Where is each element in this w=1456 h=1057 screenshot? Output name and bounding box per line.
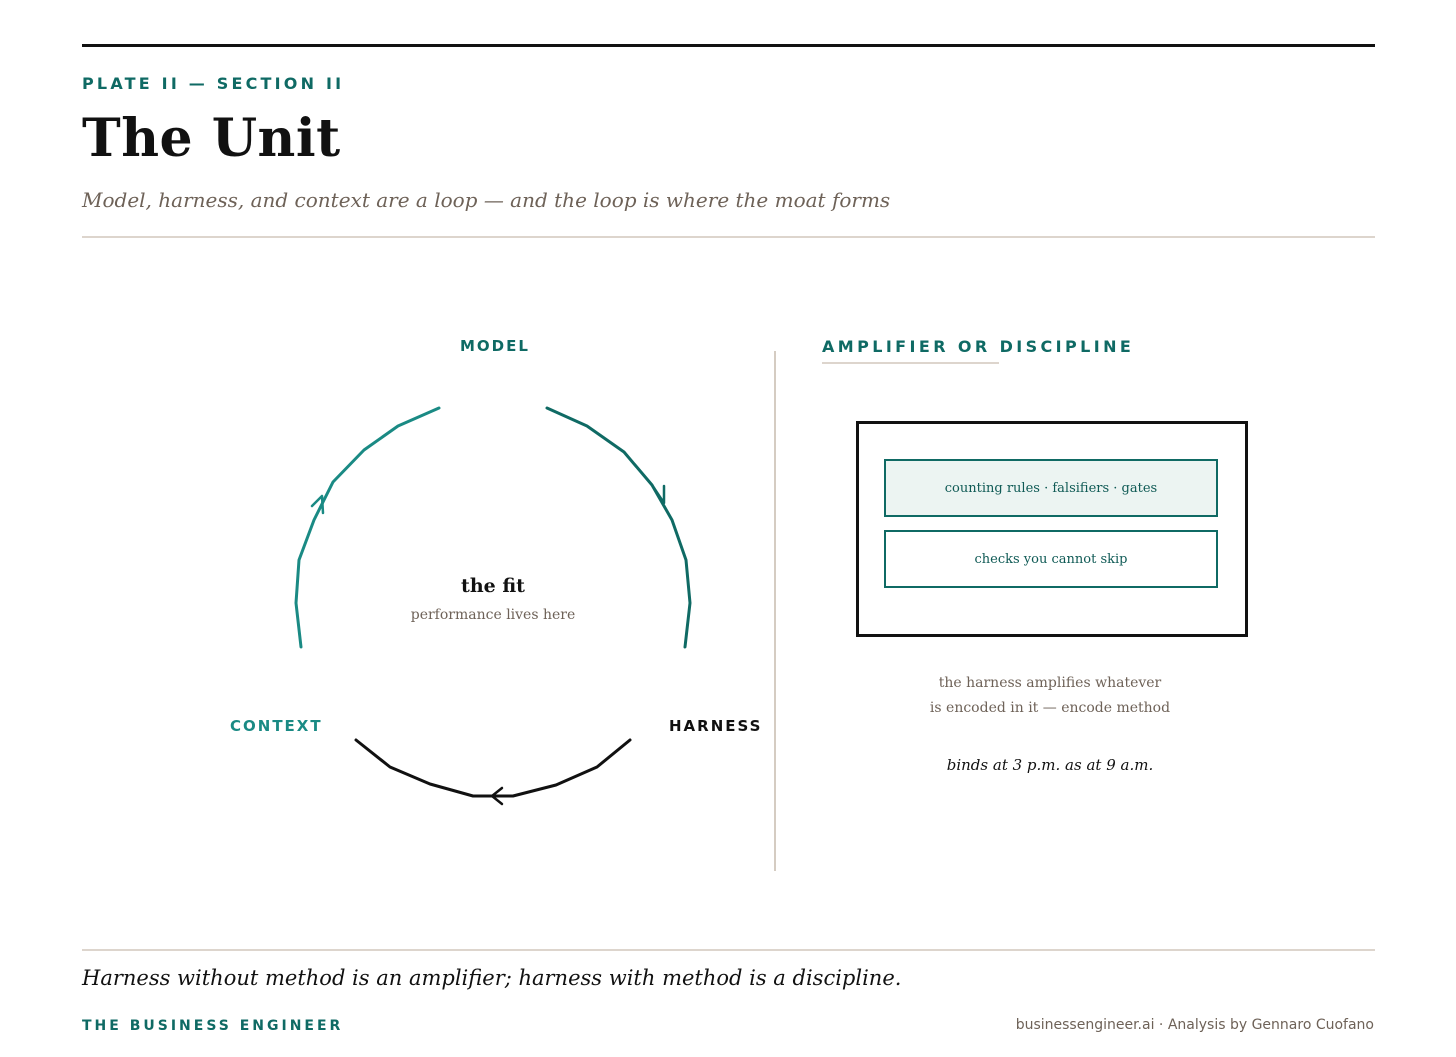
amplifier-note-line1: the harness amplifies whatever: [938, 675, 1162, 691]
arrow-context-to-model: [310, 494, 325, 515]
page-title: The Unit: [82, 108, 341, 169]
method-box-label: counting rules · falsifiers · gates: [944, 480, 1158, 496]
node-harness-label: HARNESS: [669, 717, 763, 735]
arc-harness-to-context: [354, 738, 632, 798]
plate-label: PLATE II — SECTION II: [82, 74, 345, 93]
footer-quote: Harness without method is an amplifier; …: [82, 966, 902, 990]
harness-outer-box: [856, 421, 1248, 637]
node-model-label: MODEL: [460, 337, 530, 355]
vertical-divider: [774, 351, 776, 871]
amplifier-underline: [822, 362, 999, 364]
footer-rule: [82, 949, 1375, 951]
checks-box: checks you cannot skip: [884, 530, 1218, 588]
amplifier-heading: AMPLIFIER OR DISCIPLINE: [822, 337, 1135, 356]
top-rule: [82, 44, 1375, 47]
arc-model-to-harness: [545, 406, 692, 649]
amplifier-emphasis: binds at 3 p.m. as at 9 a.m.: [946, 756, 1154, 774]
fit-subtitle: performance lives here: [410, 607, 576, 623]
arrow-model-to-harness: [652, 484, 666, 505]
method-box: counting rules · falsifiers · gates: [884, 459, 1218, 517]
checks-box-label: checks you cannot skip: [974, 551, 1128, 567]
node-context-label: CONTEXT: [230, 717, 323, 735]
header-rule: [82, 236, 1375, 238]
credit-text: businessengineer.ai · Analysis by Gennar…: [1015, 1017, 1374, 1033]
fit-title: the fit: [461, 575, 525, 597]
arrow-harness-to-context: [490, 786, 504, 806]
brand-label: THE BUSINESS ENGINEER: [82, 1018, 344, 1034]
amplifier-note-line2: is encoded in it — encode method: [929, 700, 1171, 716]
page-subtitle: Model, harness, and context are a loop —…: [82, 188, 891, 212]
